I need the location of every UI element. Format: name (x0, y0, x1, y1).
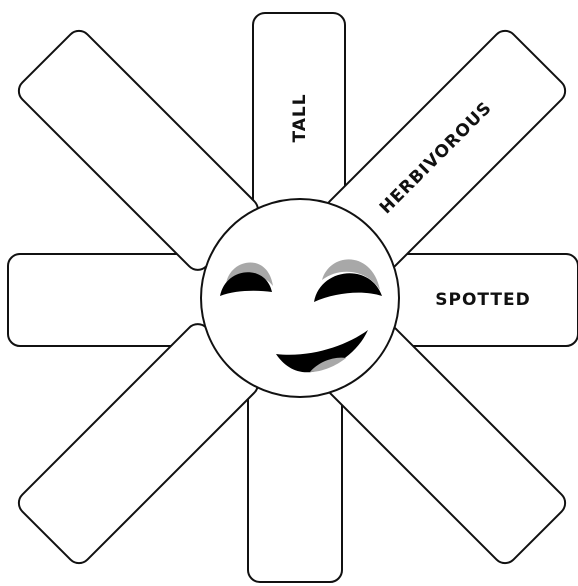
sun-face (201, 199, 399, 397)
label-spotted: SPOTTED (435, 290, 530, 310)
label-tall: TALL (290, 93, 310, 142)
